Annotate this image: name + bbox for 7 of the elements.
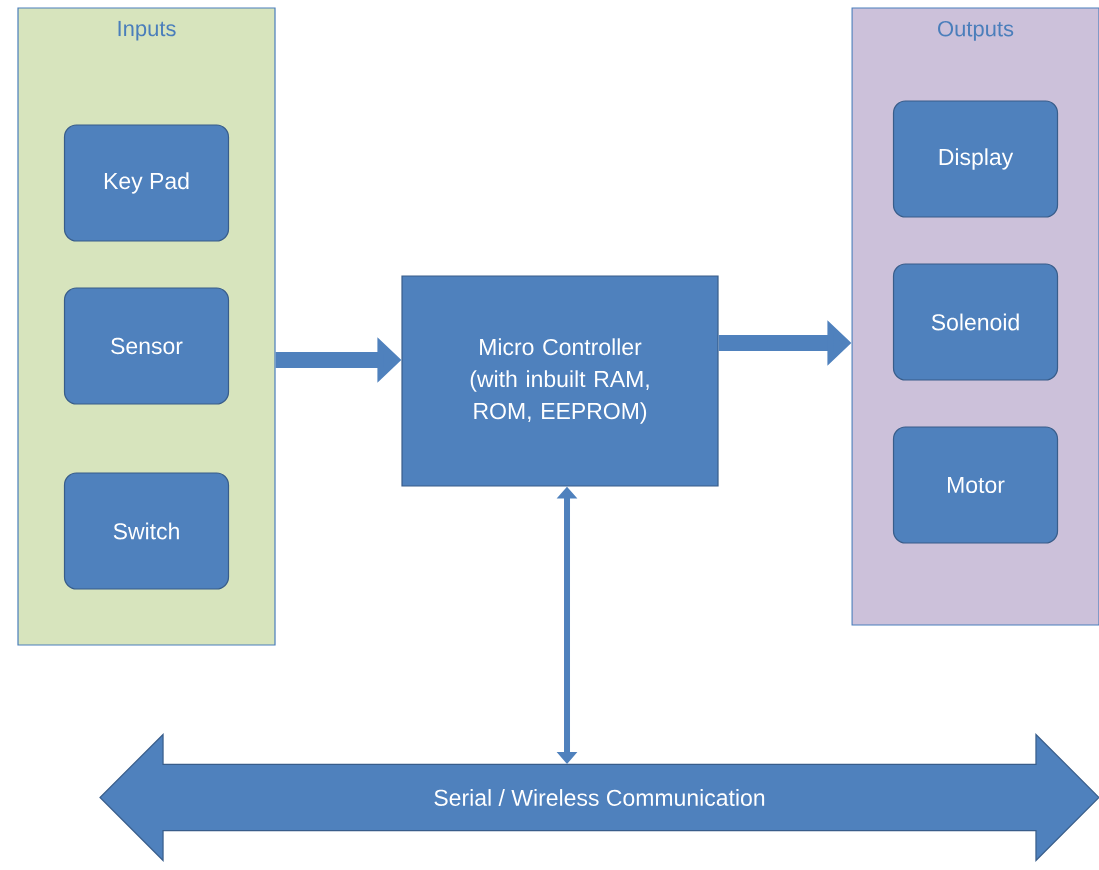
component-box: Display [892,100,1059,218]
component-box: Solenoid [892,263,1059,381]
component-box: Key Pad [63,124,230,242]
component-box: Sensor [63,287,230,405]
component-box: Switch [63,472,230,590]
component-box: Motor [892,426,1059,544]
controller-box: Micro Controller (with inbuilt RAM, ROM, EEPROM) [401,275,719,487]
